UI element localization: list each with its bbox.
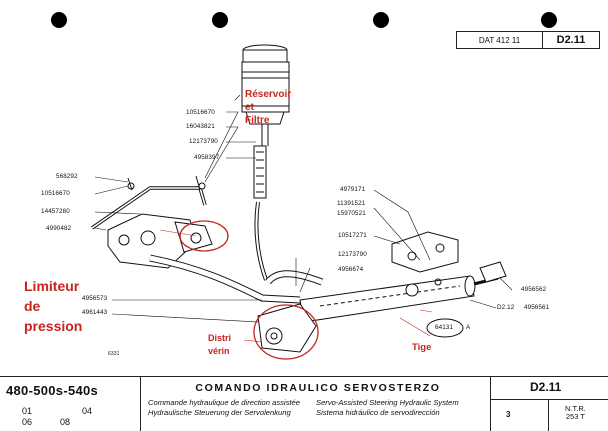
binder-hole (541, 12, 557, 28)
part-number: 12173790 (189, 138, 218, 145)
binder-hole (373, 12, 389, 28)
code-cell (490, 377, 608, 400)
subtitle-es: Sistema hidráulico de servodirección (316, 408, 440, 417)
divider (490, 377, 491, 431)
header-reference-box: DAT 412 11 D2.11 (456, 31, 600, 49)
model-code: 06 (22, 417, 33, 427)
rod-ellipse (426, 318, 464, 338)
divider (140, 377, 141, 431)
model-range: 480-500s-540s (6, 383, 99, 398)
part-number: 10516670 (41, 190, 70, 197)
title-block: 480-500s-540s 01 04 06 08 COMANDO IDRAUL… (0, 376, 608, 431)
part-number: 4990482 (46, 225, 72, 232)
part-number: 14457280 (41, 208, 70, 215)
pressure-limiter-circle (179, 220, 229, 252)
distributor (253, 303, 319, 360)
mounting-bracket (391, 231, 507, 283)
sheet-number: 3 (506, 410, 511, 419)
subtitle-en: Servo-Assisted Steering Hydraulic System (316, 398, 459, 407)
part-number: 10516670 (186, 109, 215, 116)
part-number: 11391521 (337, 200, 366, 207)
view-letter: A (466, 324, 471, 331)
part-number: 15970521 (337, 210, 366, 217)
binder-hole (212, 12, 228, 28)
part-number: 4958397 (194, 154, 220, 161)
annotation-limiteur: Limiteur de pression (24, 278, 83, 334)
part-number: 16043821 (186, 123, 215, 130)
part-number: 4956573 (82, 295, 108, 302)
part-number: 64131 (435, 324, 454, 331)
divider (548, 399, 549, 431)
upper-pipe (91, 175, 207, 230)
annotation-tige: Tige (412, 342, 432, 353)
part-number: 12173790 (338, 251, 367, 258)
page-reference: D2.12 (497, 304, 515, 311)
dat-code: DAT 412 11 (457, 32, 543, 48)
model-code: 08 (60, 417, 71, 427)
part-number: 4979171 (340, 186, 366, 193)
pressure-hose (149, 254, 324, 304)
footer-page-code: D2.11 (530, 380, 562, 394)
ntr-reference: N.T.R. 253 T (565, 404, 586, 422)
page-code: D2.11 (556, 34, 586, 46)
part-number: 4956562 (521, 286, 547, 293)
binder-hole (51, 12, 67, 28)
annotation-reservoir: Réservoir et Filtre (245, 89, 292, 126)
drawing-number: 6331 (108, 351, 120, 357)
part-number: 4956674 (338, 266, 364, 273)
model-code: 04 (82, 406, 93, 416)
part-number: 4956561 (524, 304, 550, 311)
reservoir-canister (241, 44, 290, 146)
steering-cylinder (299, 275, 499, 323)
annotation-distri: Distri vérin (208, 333, 232, 356)
subtitle-fr: Commande hydraulique de direction assist… (148, 398, 300, 407)
part-number: 4961443 (82, 309, 108, 316)
part-number: 568292 (56, 173, 78, 180)
subtitle-de: Hydraulische Steuerung der Servolenkung (148, 408, 291, 417)
drawing-title: COMANDO IDRAULICO SERVOSTERZO (195, 382, 441, 394)
reservoir-hose (253, 145, 268, 281)
model-code: 01 (22, 406, 33, 416)
part-number: 10517271 (338, 232, 367, 239)
hydraulic-diagram (91, 44, 513, 360)
